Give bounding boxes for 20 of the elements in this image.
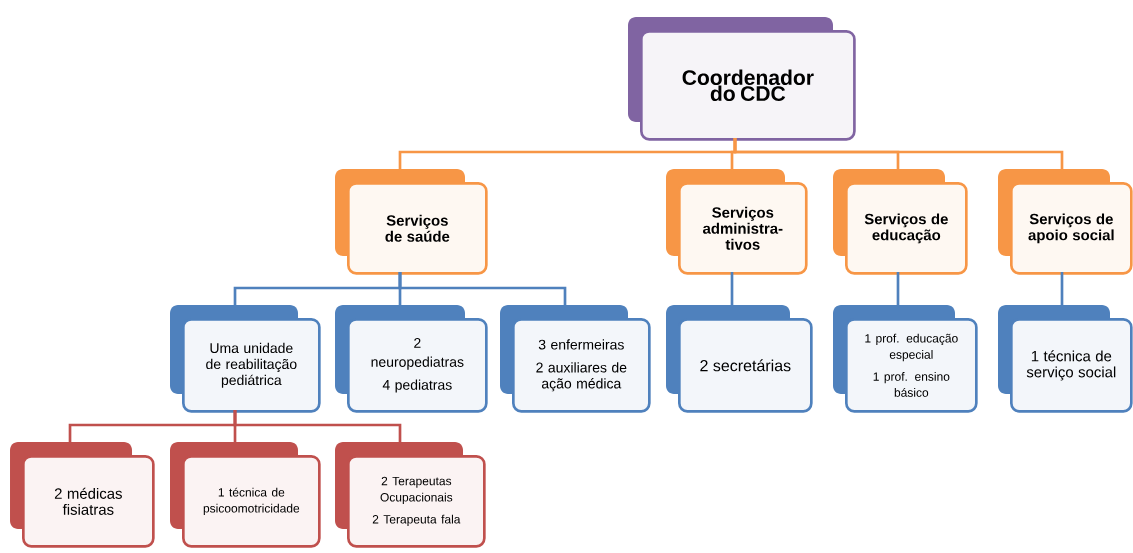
org-box: 1 técnica de serviço social bbox=[998, 305, 1133, 413]
org-box: 2 secretárias bbox=[666, 305, 813, 413]
connector-line bbox=[1060, 272, 1064, 305]
org-box: Serviços de saúde bbox=[335, 169, 488, 275]
connector-line bbox=[896, 272, 900, 305]
org-box: 1 técnica de psicoomotricidade bbox=[170, 442, 321, 548]
org-box: 1 prof. educação especial 1 prof. ensino básico bbox=[833, 305, 978, 413]
org-box: Serviços administra- tivos bbox=[666, 169, 808, 275]
org-box: 3 enfermeiras 2 auxiliares de ação médica bbox=[500, 305, 651, 413]
org-box: Serviços de educação bbox=[833, 169, 968, 275]
org-box: 2 Terapeutas Ocupacionais 2 Terapeuta fala bbox=[335, 442, 486, 548]
connector-line bbox=[733, 138, 1064, 169]
connector-line bbox=[398, 272, 567, 305]
connector-line bbox=[233, 410, 402, 442]
org-box: 2 médicas fisiatras bbox=[10, 442, 155, 548]
org-box: Uma unidade de reabilitação pediátrica bbox=[170, 305, 321, 413]
connector-line bbox=[730, 272, 734, 305]
org-box: 2 neuropediatras 4 pediatras bbox=[335, 305, 488, 413]
org-box: Serviços de apoio social bbox=[998, 169, 1133, 275]
org-box: Coordenador do CDC bbox=[628, 17, 856, 141]
